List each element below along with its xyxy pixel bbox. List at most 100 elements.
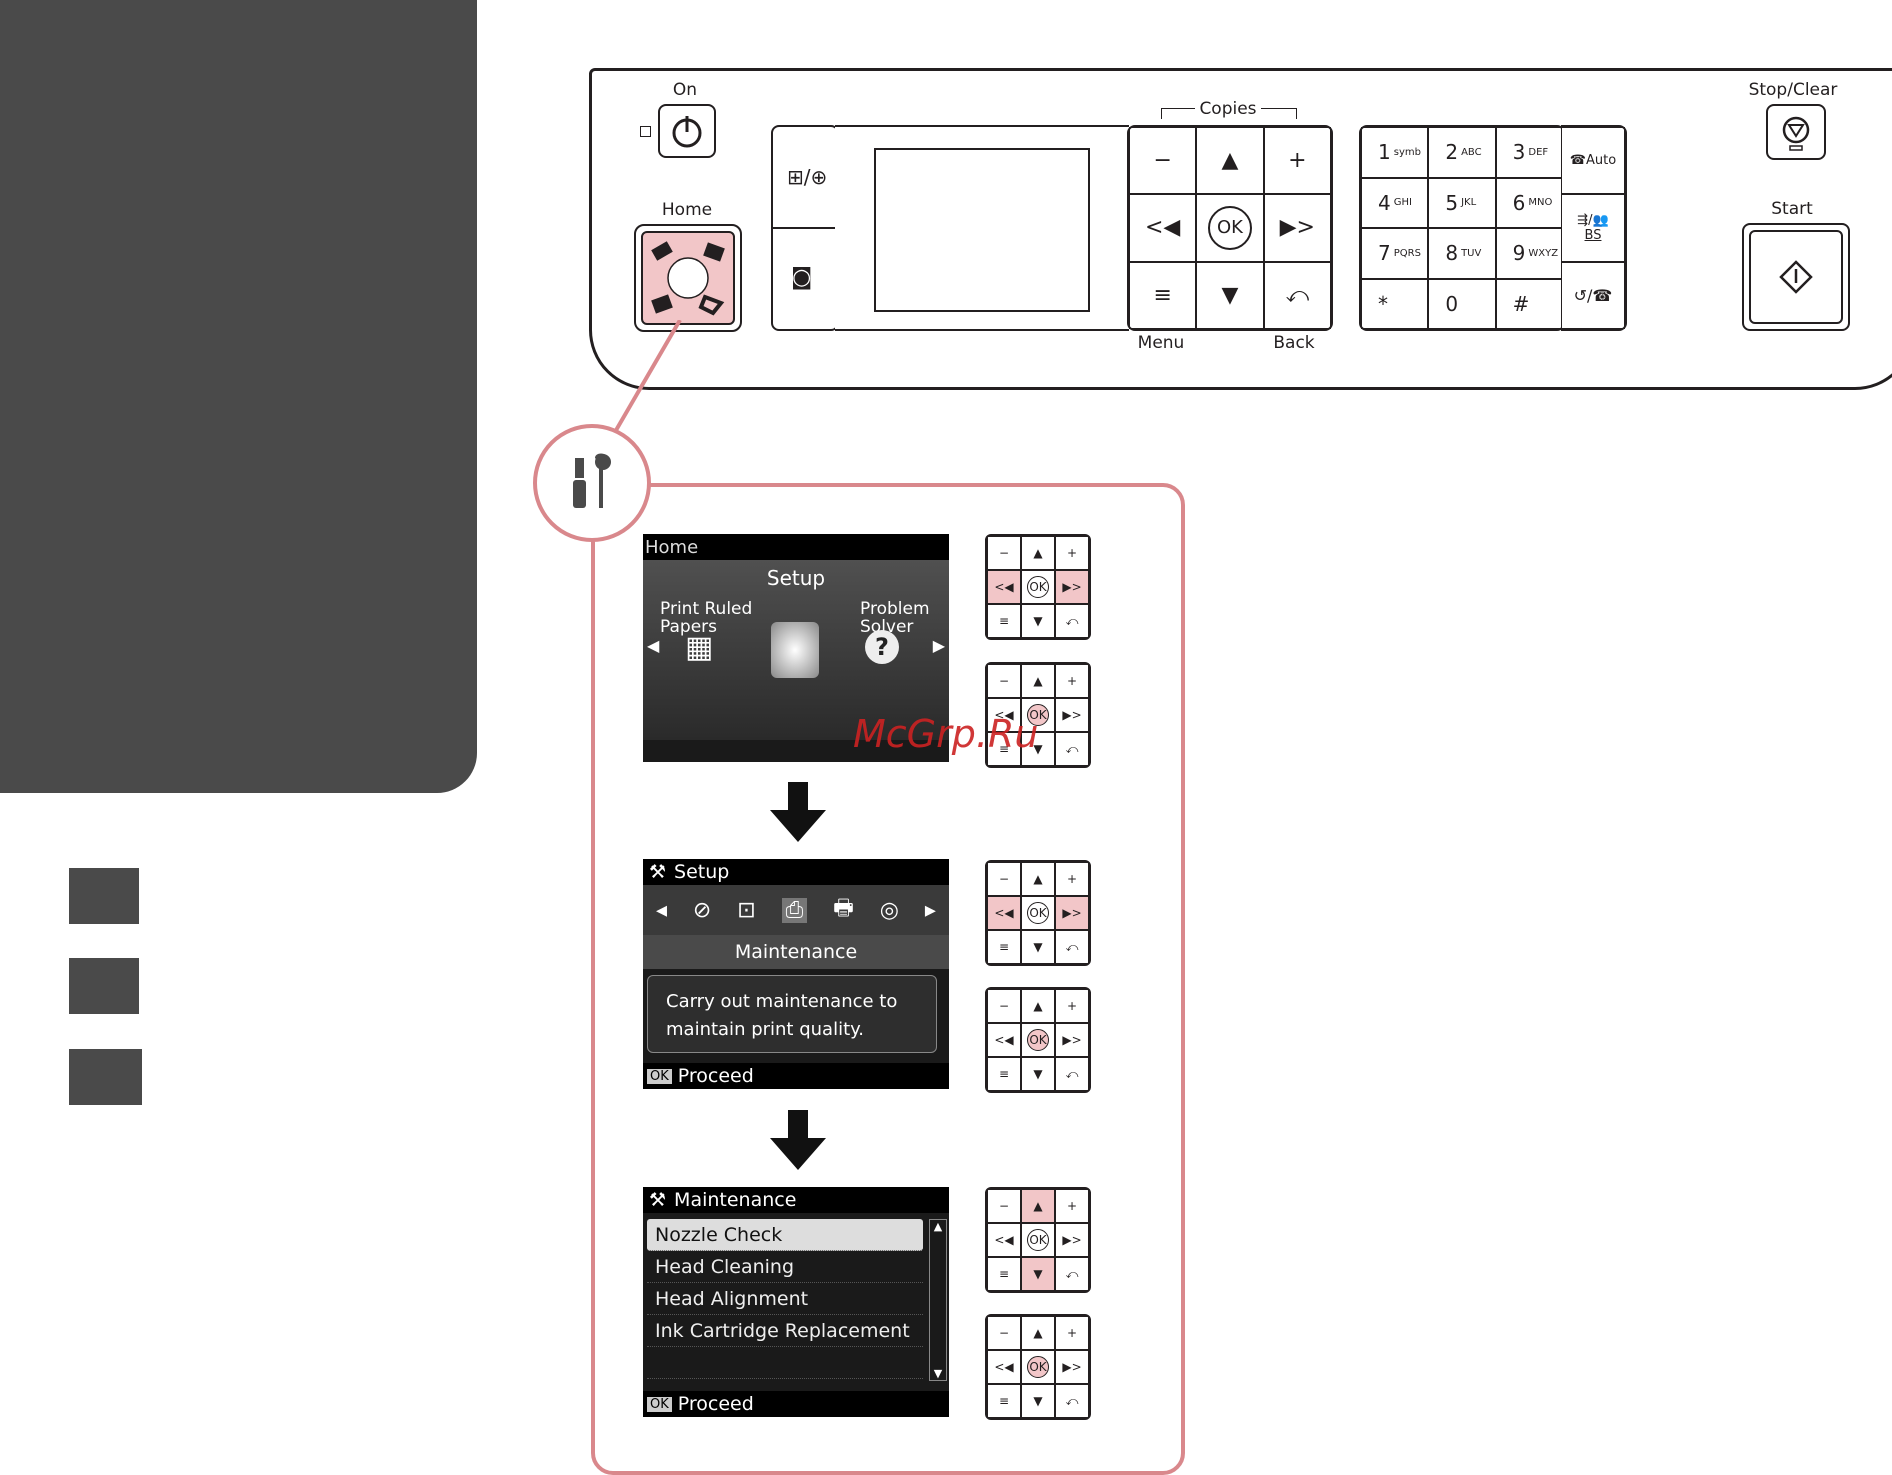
- menu-button[interactable]: ≡: [1129, 261, 1197, 329]
- display-button[interactable]: ◙: [791, 265, 813, 290]
- mini-minus-button: −: [987, 664, 1021, 698]
- copies-label: Copies: [1195, 99, 1261, 119]
- mini-left-button: <◀: [987, 896, 1021, 930]
- copies-minus-button[interactable]: −: [1129, 127, 1197, 195]
- mini-ok-circle: OK: [1027, 704, 1049, 726]
- setup-icon-strip: ◂ ⊘ ⊡ ⎙ 🖶 ◎ ▸: [643, 885, 949, 935]
- list-item-head-alignment[interactable]: Head Alignment: [647, 1283, 923, 1315]
- mini-right-button: ▶>: [1055, 896, 1089, 930]
- printer-settings-icon[interactable]: 🖶: [833, 896, 854, 921]
- mini-down-button: ▼: [1021, 1384, 1055, 1418]
- screen1-header: Home: [643, 534, 949, 561]
- mini-menu-button: ≡: [987, 1384, 1021, 1418]
- screen3-header-text: Maintenance: [674, 1189, 797, 1211]
- scroll-right-arrow-icon: ▶: [932, 636, 945, 655]
- home-button[interactable]: [634, 224, 742, 332]
- mini-ok-button: OK: [1021, 698, 1055, 732]
- key-star[interactable]: *: [1361, 278, 1429, 329]
- key-hash[interactable]: #: [1495, 278, 1563, 329]
- up-button[interactable]: ▲: [1196, 127, 1264, 195]
- strip-left-arrow-icon[interactable]: ◂: [655, 897, 667, 923]
- phone-icon: ☎: [1569, 153, 1586, 169]
- maintenance-icon[interactable]: ⎙: [781, 897, 808, 923]
- home-mode-icons: [651, 241, 725, 316]
- redial-button[interactable]: ↺/☎: [1561, 261, 1625, 329]
- mini-left-button: <◀: [987, 1223, 1021, 1257]
- lcd-screen: [874, 148, 1090, 312]
- mini-plus-button: +: [1055, 862, 1089, 896]
- network-globe-icon[interactable]: ◎: [879, 897, 899, 923]
- proceed-label[interactable]: Proceed: [677, 1065, 754, 1087]
- setup-small-icon: ⚒: [649, 1189, 667, 1211]
- mini-left-button: <◀: [987, 1350, 1021, 1384]
- scroll-left-arrow-icon: ◀: [647, 636, 660, 655]
- mini-ok-circle: OK: [1027, 902, 1049, 924]
- mini-nav-pad: −▲+<◀OK▶>≡▼⤺: [985, 1314, 1091, 1420]
- ok-button[interactable]: OK: [1196, 194, 1264, 262]
- power-button[interactable]: [658, 104, 716, 158]
- back-label: Back: [1273, 333, 1315, 353]
- mini-ok-button: OK: [1021, 1023, 1055, 1057]
- mini-right-button: ▶>: [1055, 1223, 1089, 1257]
- mini-menu-button: ≡: [987, 732, 1021, 766]
- stop-clear-label: Stop/Clear: [1748, 80, 1838, 100]
- arrow-down-icon: [770, 1110, 826, 1170]
- list-item-head-cleaning[interactable]: Head Cleaning: [647, 1251, 923, 1283]
- mini-minus-button: −: [987, 862, 1021, 896]
- proceed-label[interactable]: Proceed: [677, 1393, 754, 1415]
- key-0[interactable]: 0: [1428, 278, 1496, 329]
- ink-levels-icon[interactable]: ⊘: [692, 897, 712, 923]
- home-label: Home: [661, 200, 713, 220]
- scroll-down-icon[interactable]: ▼: [933, 1367, 943, 1380]
- zoom-photo-button[interactable]: ⊞/⊕: [787, 165, 828, 189]
- mode-button-group: ⊞/⊕ ◙: [771, 125, 839, 331]
- mini-ok-circle: OK: [1027, 576, 1049, 598]
- down-button[interactable]: ▼: [1196, 261, 1264, 329]
- setup-badge: [533, 424, 651, 542]
- right-button[interactable]: ▶>: [1263, 194, 1331, 262]
- speed-dial-icon: ⇶/👥: [1577, 212, 1609, 228]
- left-button[interactable]: <◀: [1129, 194, 1197, 262]
- on-label: On: [672, 80, 698, 100]
- scrollbar[interactable]: ▲ ▼: [929, 1219, 947, 1381]
- auto-answer-button[interactable]: ☎Auto: [1561, 127, 1625, 195]
- screen2-description: Carry out maintenance to maintain print …: [647, 975, 937, 1053]
- problem-solver-item[interactable]: Problem Solver: [860, 599, 930, 637]
- list-item-nozzle-check[interactable]: Nozzle Check: [647, 1219, 923, 1251]
- scan-icon[interactable]: ⊡: [737, 897, 756, 923]
- start-button[interactable]: [1742, 223, 1850, 331]
- mini-plus-button: +: [1055, 664, 1089, 698]
- mini-nav-pad: −▲+<◀OK▶>≡▼⤺: [985, 1187, 1091, 1293]
- ok-badge: OK: [647, 1396, 672, 1412]
- scroll-up-icon[interactable]: ▲: [933, 1220, 943, 1233]
- setup-wrench-icon: [771, 622, 819, 678]
- screen3-header: ⚒ Maintenance: [643, 1187, 949, 1213]
- stop-clear-button[interactable]: [1766, 104, 1826, 160]
- back-button[interactable]: ⤺: [1263, 261, 1331, 329]
- speed-dial-button[interactable]: ⇶/👥BS: [1561, 194, 1625, 262]
- auto-label: Auto: [1586, 153, 1617, 169]
- power-icon: [672, 116, 702, 148]
- screen3-footer: OK Proceed: [643, 1391, 949, 1417]
- power-led-icon: [640, 126, 651, 137]
- strip-right-arrow-icon[interactable]: ▸: [924, 897, 936, 923]
- copies-plus-button[interactable]: +: [1263, 127, 1331, 195]
- mini-back-button: ⤺: [1055, 1384, 1089, 1418]
- redial-icon: ↺/☎: [1573, 285, 1613, 305]
- mini-right-button: ▶>: [1055, 570, 1089, 604]
- screen-home-setup: Home Setup Print Ruled Papers Problem So…: [643, 534, 949, 762]
- print-ruled-papers-item[interactable]: Print Ruled Papers: [660, 599, 753, 637]
- navigation-pad: − ▲ + <◀ OK ▶> ≡ ▼ ⤺: [1127, 125, 1333, 331]
- list-item-ink-cartridge-replacement[interactable]: Ink Cartridge Replacement: [647, 1315, 923, 1347]
- mini-down-button: ▼: [1021, 732, 1055, 766]
